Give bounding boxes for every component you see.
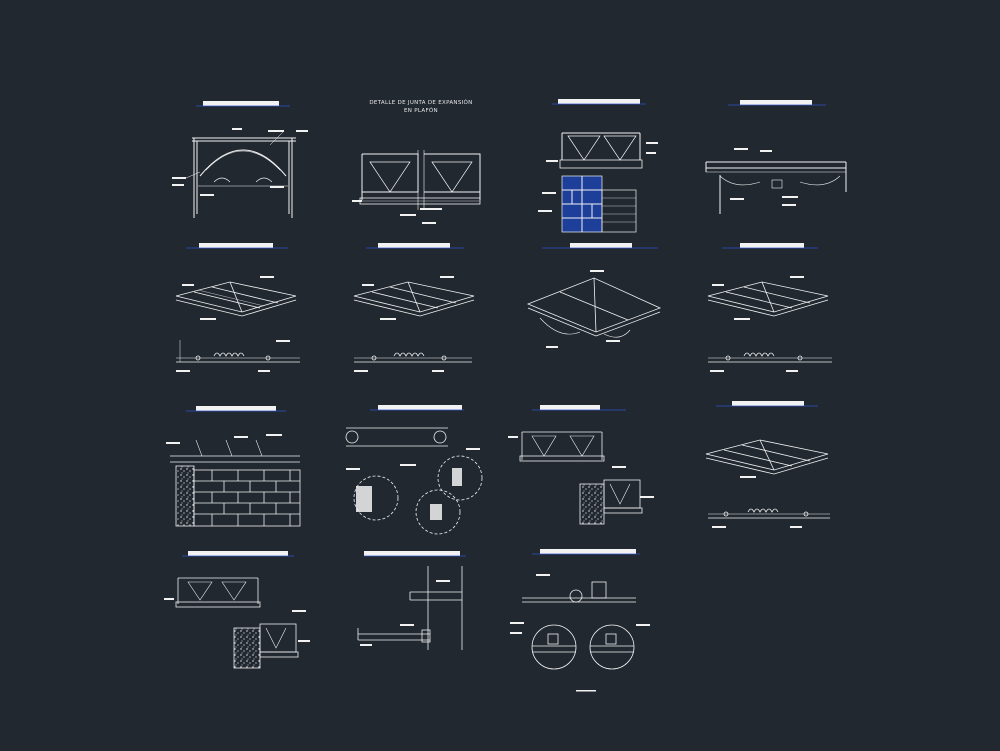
- detail-soffit-wall: [164, 551, 310, 669]
- detail-grid-ceiling-2: [353, 243, 475, 372]
- expansion-joint-title: DETALLE DE JUNTA DE EXPANSIÓN: [369, 100, 473, 106]
- detail-grid-ceiling-iso: [526, 243, 662, 348]
- detail-soffit-combo: [508, 405, 654, 525]
- detail-wall-ceiling-junction: [357, 551, 466, 650]
- detail-grid-ceiling-4: [705, 401, 830, 528]
- expansion-joint-subtitle: EN PLAFÓN: [404, 108, 438, 114]
- detail-tile-ceiling: [538, 99, 658, 233]
- detail-joint-circles: [510, 549, 650, 692]
- detail-grid-ceiling-3: [707, 243, 832, 372]
- detail-expansion-joint: [352, 150, 481, 224]
- detail-soffit-section: [705, 100, 847, 214]
- detail-title-bar: [203, 101, 279, 106]
- detail-vault-section: [172, 101, 308, 218]
- detail-cornice-circles: [345, 405, 483, 535]
- detail-brick-wall: [166, 406, 301, 527]
- detail-grid-ceiling-1: [175, 243, 300, 372]
